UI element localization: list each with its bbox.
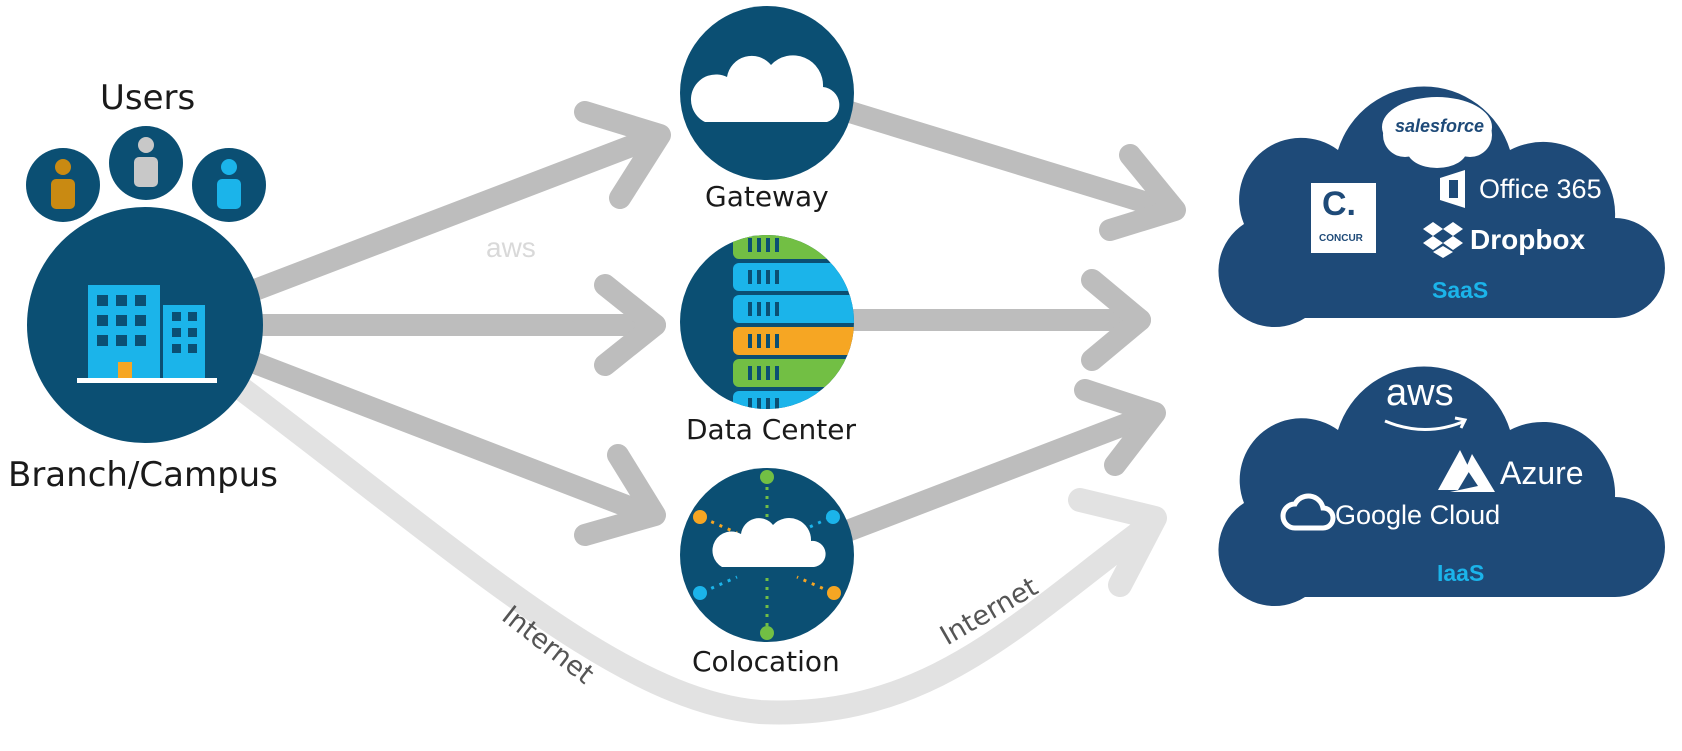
azure-label: Azure [1500,455,1584,491]
data-center-label: Data Center [686,413,856,446]
arrow-colocation-iaas [839,404,1161,541]
user-icon-gray [109,126,183,200]
arrowhead-colocation-iaas [1074,379,1166,476]
arrow-branch-colocation [244,352,661,526]
salesforce-label: salesforce [1395,116,1485,136]
aws-smile-icon [1384,419,1466,431]
data-center-icon [680,235,854,409]
azure-icon [1438,450,1495,492]
concur-letter: C. [1322,185,1356,223]
concur-label: CONCUR [1319,233,1363,244]
arrow-gateway-saas [839,101,1181,221]
concur-logo [1311,183,1376,253]
saas-cloud [1218,86,1665,328]
arrowhead-gateway-saas [1099,144,1186,241]
arrow-branch-gateway [244,126,666,301]
internet-path [218,368,1162,725]
arrowhead-gateway [574,101,671,209]
faint-aws-logo: aws [486,232,536,263]
colocation-icon [680,468,854,642]
arrowhead-colocation [574,444,666,546]
users-label: Users [100,78,196,118]
arrowhead-datacenter [594,274,666,376]
gateway-icon [680,6,854,180]
saas-tag: SaaS [1432,277,1489,303]
office-icon [1440,170,1465,208]
gateway-label: Gateway [705,180,829,213]
user-icon-cyan [192,148,266,222]
colocation-label: Colocation [692,645,840,678]
dropbox-label: Dropbox [1470,224,1586,255]
internet-arrowhead [1068,488,1167,597]
dropbox-icon [1423,222,1463,258]
office-365-label: Office 365 [1479,174,1602,204]
branch-campus-icon [27,207,263,443]
branch-campus-label: Branch/Campus [8,455,278,495]
user-icon-orange [26,148,100,222]
google-cloud-icon [1280,493,1336,531]
aws-smile-arrow [1454,416,1468,429]
google-cloud-label: Google Cloud [1335,500,1501,530]
salesforce-logo [1382,97,1492,168]
aws-label: aws [1386,372,1454,414]
arrowhead-datacenter-saas [1081,269,1151,371]
iaas-tag: IaaS [1437,560,1485,586]
